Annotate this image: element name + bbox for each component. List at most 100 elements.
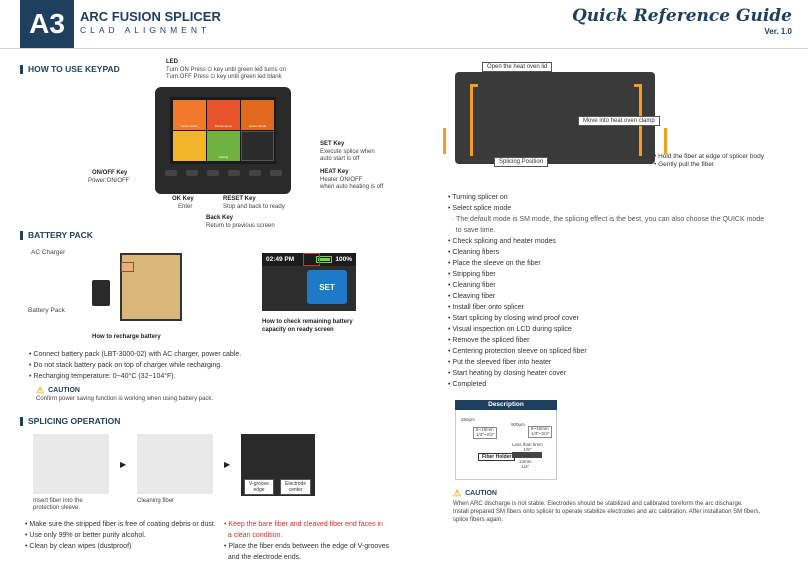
battery-caution-title: CAUTION <box>48 387 80 394</box>
desc-fiber-bar <box>512 452 542 458</box>
step-item: • Visual inspection on LCD during splice <box>448 326 572 333</box>
splicing-bullet-1: Make sure the stripped fiber is free of … <box>25 519 215 530</box>
reset-key-desc: Stop and back to ready <box>223 204 285 210</box>
step-item: • Select splice mode <box>448 205 512 212</box>
version-label: Ver. 1.0 <box>764 27 792 36</box>
lcd-status-bar: 02:49 PM 100% <box>262 253 356 266</box>
heater-bullets: • Hold the fiber at edge of splicer body… <box>654 153 764 168</box>
lcd-time: 02:49 PM <box>266 256 295 263</box>
step-note: · The default mode is SM mode, the splic… <box>448 216 765 223</box>
splicing-bullet-red: • Keep the bare fiber and cleaved fiber … <box>224 521 383 539</box>
led-on-text: Turn ON Press ⏻ key until green led turn… <box>166 67 286 73</box>
battery-bullets: Connect battery pack (LBT-3000-02) with … <box>29 349 241 382</box>
set-key-desc2: auto start is off <box>320 156 360 162</box>
splicing-bullet-2: Use only 99% or better purity alcohol. <box>25 530 216 541</box>
step-item: • Put the sleeved fiber into heater <box>448 359 552 366</box>
battery-icon <box>316 256 333 263</box>
description-diagram <box>455 400 557 480</box>
arrow-icon: ▶ <box>224 460 231 469</box>
heat-key-title: HEAT Key <box>320 169 349 175</box>
step-item: • Start heating by closing heater cover <box>448 370 567 377</box>
tile-heater-mode: Heater Mode <box>241 100 274 130</box>
step-item: • Cleaning fibers <box>448 249 500 256</box>
warning-icon: ⚠ <box>453 488 462 498</box>
splicer-screen: Splice Mode Maintenance Heater Mode Sett… <box>170 97 276 164</box>
device-keys <box>160 170 286 178</box>
step-item: • Cleaving fiber <box>448 293 496 300</box>
move-heat-oven-label: Move into heat oven clamp <box>578 116 660 126</box>
steps-list: • Turning splicer on • Select splice mod… <box>448 192 764 390</box>
battery-caution-heading: ⚠ CAUTION <box>36 385 80 396</box>
arc-caution-title: CAUTION <box>465 490 497 497</box>
left-orange-arrow <box>470 84 478 156</box>
description-title: Description <box>455 400 557 410</box>
set-key-desc1: Execute splice when <box>320 149 375 155</box>
insert-fiber-image <box>33 434 109 494</box>
step-item: • Check splicing and heater modes <box>448 238 556 245</box>
splicing-bullet-3: Clean by clean wipes (dustproof) <box>25 541 216 552</box>
reset-key-title: RESET Key <box>223 196 256 202</box>
back-key-title: Back Key <box>206 215 234 221</box>
arc-caution-heading: ⚠ CAUTION <box>453 488 497 499</box>
warning-icon: ⚠ <box>36 385 45 395</box>
fiber-hold-arrow-left <box>443 128 453 154</box>
check-caption-1: How to check remaining battery <box>262 319 353 325</box>
tile-6 <box>241 131 274 161</box>
led-off-text: Turn OFF Press ⏻ key until green led bla… <box>166 74 282 80</box>
step-item: • Completed <box>448 381 487 388</box>
splicing-bullets-left: Make sure the stripped fiber is free of … <box>25 519 216 552</box>
product-subtitle: CLAD ALIGNMENT <box>80 25 211 35</box>
step-item: • Turning splicer on <box>448 194 508 201</box>
led-title: LED <box>166 59 178 65</box>
ac-charger-label: AC Charger <box>31 249 66 256</box>
section-title-splicing: SPLICING OPERATION <box>20 416 120 426</box>
arc-caution-line3: splice fibers again. <box>453 517 503 523</box>
model-badge: A3 <box>20 0 74 48</box>
ac-charger-image <box>92 280 110 306</box>
heat-key-desc1: Heater ON/OFF <box>320 177 363 183</box>
step1-caption-2: protection sleeve <box>33 505 79 511</box>
desc-900: 900μm <box>511 422 525 427</box>
tile-setting: Setting <box>207 131 240 161</box>
battery-pack-image <box>120 253 182 321</box>
battery-led-highlight <box>121 262 134 272</box>
ok-key-desc: Enter <box>178 204 193 210</box>
step-item: • Install fiber onto splicer <box>448 304 524 311</box>
tile-maintenance: Maintenance <box>207 100 240 130</box>
step-item: • Centering protection sleeve on spliced… <box>448 348 587 355</box>
step1-caption-1: Insert fiber into the <box>33 498 83 504</box>
heat-key-desc2: when auto heating is off <box>320 184 384 190</box>
battery-bullet-1: Connect battery pack (LBT-3000-02) with … <box>29 349 241 360</box>
lcd-battery-pct: 100% <box>335 256 352 263</box>
battery-pack-label: Battery Pack <box>28 307 65 314</box>
header-divider <box>0 48 808 49</box>
arc-caution-line2: Install prepared SM fibers onto splicer … <box>453 509 761 515</box>
back-key-desc: Return to previous screen <box>206 223 275 229</box>
arrow-icon: ▶ <box>120 460 127 469</box>
battery-caution-text: Confirm power saving function is working… <box>36 396 214 402</box>
step-item: • Cleaning fiber <box>448 282 496 289</box>
open-heat-oven-label: Open the heat oven lid <box>482 62 553 72</box>
cleaning-fiber-image <box>137 434 213 494</box>
step-item: • Remove the spliced fiber <box>448 337 530 344</box>
battery-bullet-3: Recharging temperature: 0~40°C (32~104°F… <box>29 371 241 382</box>
guide-title: Quick Reference Guide <box>571 6 792 26</box>
step-item: • Start splicing by closing wind proof c… <box>448 315 579 322</box>
tile-splice-mode: Splice Mode <box>173 100 206 130</box>
section-title-keypad: HOW TO USE KEYPAD <box>20 64 120 74</box>
arc-caution-line1: When ARC discharge is not stable. Electr… <box>453 501 743 507</box>
step-item: • Stripping fiber <box>448 271 496 278</box>
check-caption-2: capacity on ready screen <box>262 327 334 333</box>
fiber-hold-arrow-right <box>657 128 667 154</box>
step-note: to save time. <box>455 227 496 234</box>
splicing-bullet-right: • Place the fiber ends between the edge … <box>224 543 390 561</box>
section-title-battery: BATTERY PACK <box>20 230 93 240</box>
tile-4 <box>173 131 206 161</box>
onoff-key-title: ON/OFF Key <box>92 170 128 176</box>
